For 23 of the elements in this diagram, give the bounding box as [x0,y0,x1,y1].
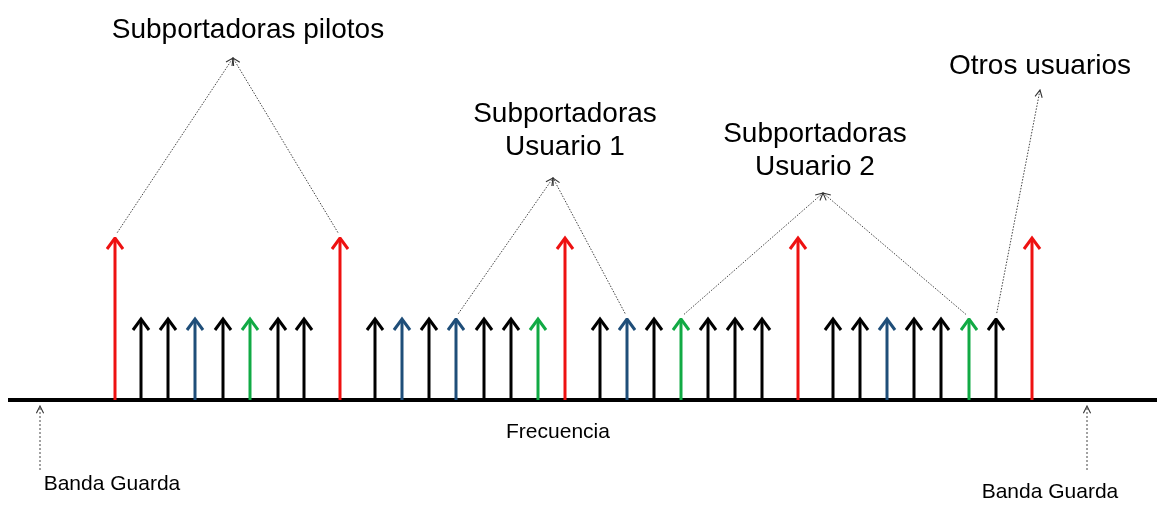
leader-line [683,192,824,315]
leader-line [1082,405,1092,471]
annotation-label: Otros usuarios [948,48,1132,81]
annotation-label: Subportadoras pilotos [111,12,385,45]
annotation-label: Banda Guarda [981,478,1119,504]
annotation-label: Banda Guarda [43,470,181,496]
subcarrier-arrow [672,318,690,400]
leader-line [232,57,339,234]
subcarrier-arrow [960,318,978,400]
subcarrier-arrow [331,237,349,400]
axis-label: Frecuencia [505,418,611,444]
subcarrier-arrow [106,237,124,400]
subcarrier-arrow [618,318,636,400]
leader-line [996,89,1043,314]
leader-line [822,192,967,315]
annotation-label: Subportadoras Usuario 1 [472,96,658,162]
subcarrier-arrow [447,318,465,400]
leader-line [552,177,626,314]
leader-line [116,57,234,234]
leader-line [35,405,45,471]
leader-line [457,177,554,315]
annotation-label: Subportadoras Usuario 2 [722,116,908,182]
subcarrier-arrow [987,318,1005,400]
